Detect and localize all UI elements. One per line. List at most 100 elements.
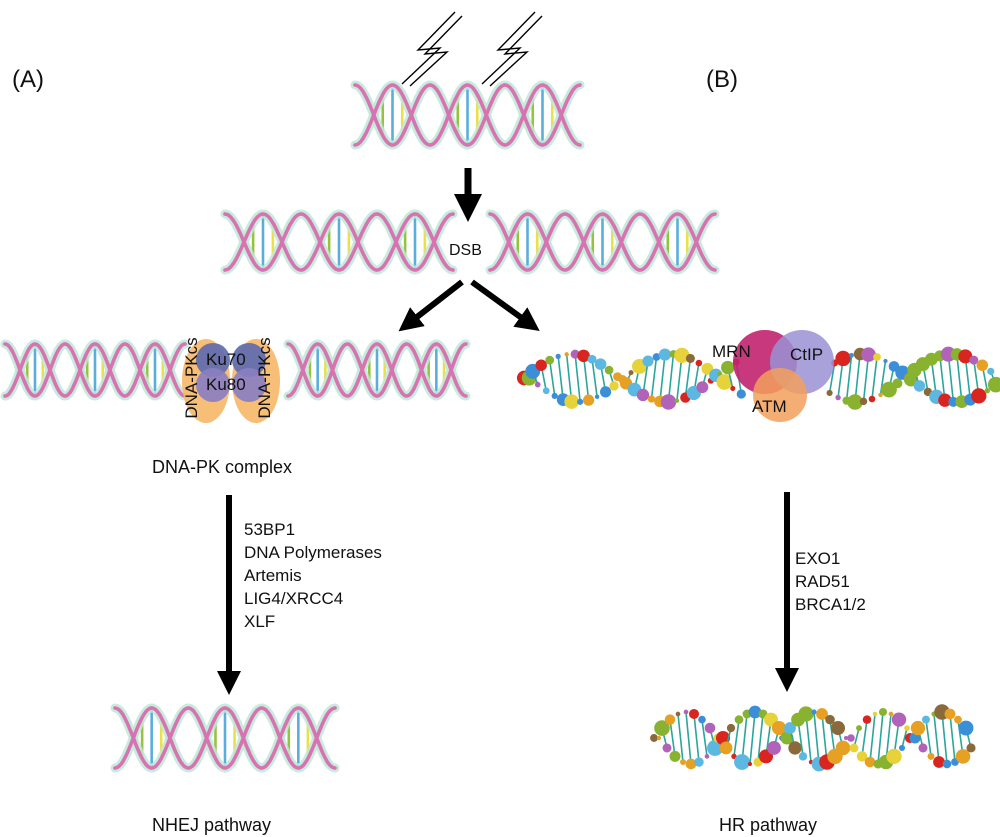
- nucleotide-ball: [892, 378, 903, 389]
- nucleotide-ball: [695, 359, 703, 367]
- nucleotide-ball: [694, 757, 704, 767]
- helix-rung: [741, 713, 748, 763]
- strand: [113, 706, 337, 770]
- helix-rung: [733, 719, 740, 757]
- nucleotide-ball: [878, 707, 888, 717]
- nucleotide-ball: [942, 759, 952, 769]
- nucleotide-ball: [652, 353, 661, 361]
- nucleotide-ball: [944, 708, 956, 720]
- nhej-pathway-label: NHEJ pathway: [152, 815, 272, 835]
- resected-dna-helix: [516, 346, 1000, 410]
- mrn-label: MRN: [712, 342, 751, 361]
- ku80-left-shape: [196, 368, 230, 402]
- strand: [3, 342, 187, 398]
- helix-rung: [933, 713, 940, 763]
- nucleotide-ball: [847, 734, 855, 742]
- helix-rung: [757, 713, 764, 763]
- nhej-factor-item: XLF: [244, 612, 276, 631]
- nucleotide-ball: [948, 396, 959, 407]
- nucleotide-ball: [954, 715, 962, 724]
- dna-pk-complex-label: DNA-PK complex: [152, 457, 293, 477]
- nucleotide-ball: [868, 395, 876, 403]
- helix-rung: [684, 358, 692, 398]
- nucleotide-ball: [747, 761, 753, 767]
- nucleotide-ball: [564, 394, 579, 409]
- hr-factor-item: RAD51: [795, 572, 850, 591]
- strand: [223, 212, 455, 272]
- atm-label: ATM: [752, 397, 787, 416]
- nucleotide-ball: [716, 374, 733, 390]
- nucleotide-ball: [551, 392, 558, 399]
- strand: [3, 342, 187, 398]
- nucleotide-ball: [864, 756, 876, 768]
- ku80-right-shape: [232, 368, 266, 402]
- helix-rung: [862, 354, 870, 402]
- strand: [286, 342, 468, 398]
- helix-rung: [805, 713, 812, 763]
- hr-repaired-helix: [650, 704, 976, 772]
- nhej-factor-item: LIG4/XRCC4: [244, 589, 344, 608]
- nucleotide-ball: [835, 350, 851, 367]
- mrn-complex-proteins: [733, 330, 834, 422]
- nucleotide-ball: [642, 355, 654, 367]
- helix-rung: [821, 713, 828, 763]
- nucleotide-ball: [669, 750, 681, 762]
- nucleotide-ball: [656, 735, 662, 741]
- nucleotide-ball: [717, 371, 722, 377]
- helix-rung: [828, 362, 836, 394]
- strand: [113, 706, 337, 770]
- strand: [488, 212, 717, 272]
- lightning-icon: [401, 11, 543, 87]
- nucleotide-ball: [922, 715, 930, 724]
- nucleotide-ball: [780, 731, 794, 745]
- nucleotide-ball: [696, 381, 709, 394]
- dna-pk-complex-proteins: [182, 339, 280, 423]
- nucleotide-ball: [650, 734, 658, 742]
- nucleotide-ball: [987, 376, 1000, 393]
- helix-rung: [667, 353, 675, 403]
- nucleotide-ball: [971, 388, 987, 404]
- broken-dna-right-helix: [485, 209, 720, 275]
- nucleotide-ball: [680, 759, 686, 766]
- nucleotide-ball: [577, 398, 584, 405]
- nucleotide-ball: [545, 355, 555, 365]
- atm-shape: [753, 368, 807, 422]
- hr-branch-arrow: [470, 279, 540, 332]
- nucleotide-ball: [674, 398, 680, 403]
- nucleotide-ball: [707, 739, 723, 756]
- nucleotide-ball: [849, 352, 854, 358]
- nucleotide-ball: [938, 393, 952, 407]
- nucleotide-ball: [660, 394, 677, 410]
- nucleotide-ball: [594, 394, 600, 400]
- strand: [353, 83, 582, 147]
- hr-factor-item: EXO1: [795, 549, 841, 568]
- helix-rung: [941, 711, 948, 765]
- nucleotide-ball: [555, 353, 561, 359]
- helix-rung: [956, 354, 963, 402]
- nucleotide-ball: [847, 394, 863, 410]
- ctip-label: CtIP: [790, 345, 824, 364]
- nucleotide-ball: [927, 752, 935, 760]
- nucleotide-ball: [826, 389, 833, 397]
- intact-dna-helix: [350, 80, 585, 150]
- nucleotide-ball: [976, 359, 989, 371]
- strand: [286, 342, 468, 398]
- nucleotide-ball: [594, 358, 607, 370]
- helix-rung: [861, 719, 868, 757]
- nucleotide-ball: [587, 354, 597, 364]
- nucleotide-ball: [891, 712, 907, 727]
- helix-rung: [813, 711, 820, 765]
- nucleotide-ball: [987, 367, 995, 375]
- nucleotide-ball: [830, 721, 846, 736]
- nucleotide-ball: [886, 748, 902, 765]
- nucleotide-ball: [719, 741, 733, 755]
- nucleotide-ball: [958, 720, 974, 736]
- panel-a-label: (A): [12, 66, 44, 93]
- nucleotide-ball: [910, 720, 926, 736]
- nucleotide-ball: [628, 370, 634, 376]
- nucleotide-ball: [918, 743, 928, 753]
- nucleotide-ball: [664, 714, 676, 725]
- nucleotide-ball: [736, 389, 746, 399]
- nucleotide-ball: [726, 723, 736, 733]
